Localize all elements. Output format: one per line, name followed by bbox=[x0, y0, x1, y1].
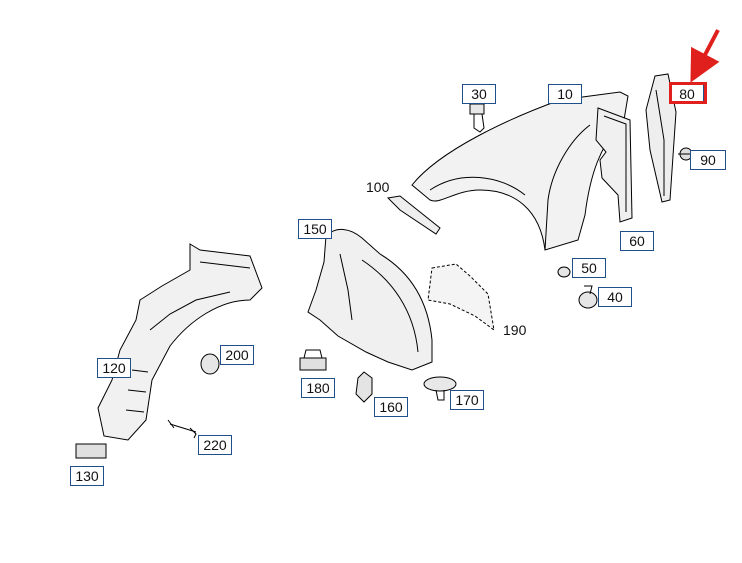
screw-part-220 bbox=[167, 419, 197, 439]
callout-10[interactable]: 10 bbox=[548, 84, 582, 104]
label-190[interactable]: 190 bbox=[503, 322, 527, 338]
rivet-part-170 bbox=[423, 376, 457, 401]
grommet-part-200 bbox=[200, 353, 220, 375]
strip-part-100 bbox=[386, 195, 441, 235]
highlight-box-80 bbox=[669, 82, 707, 104]
callout-50[interactable]: 50 bbox=[572, 258, 606, 278]
callout-220[interactable]: 220 bbox=[198, 435, 232, 455]
clip-part-180 bbox=[299, 349, 327, 371]
label-100[interactable]: 100 bbox=[366, 179, 390, 195]
callout-180[interactable]: 180 bbox=[301, 378, 335, 398]
callout-90[interactable]: 90 bbox=[690, 150, 726, 170]
callout-120[interactable]: 120 bbox=[97, 358, 131, 378]
insulation-part-190 bbox=[427, 263, 495, 332]
screw-part-40 bbox=[578, 285, 598, 309]
fender-part bbox=[411, 91, 629, 251]
callout-170[interactable]: 170 bbox=[450, 390, 484, 410]
highlight-arrow bbox=[690, 29, 720, 83]
callout-200[interactable]: 200 bbox=[220, 345, 254, 365]
wheel-liner-part-120 bbox=[97, 243, 263, 441]
wheel-liner-part-150 bbox=[307, 229, 433, 371]
callout-150[interactable]: 150 bbox=[298, 219, 332, 239]
callout-60[interactable]: 60 bbox=[620, 231, 654, 251]
seal-part-60 bbox=[595, 107, 633, 223]
clip-part-130 bbox=[75, 443, 107, 459]
nut-part-50 bbox=[557, 266, 571, 278]
clip-part-30 bbox=[469, 103, 485, 133]
callout-130[interactable]: 130 bbox=[70, 466, 104, 486]
callout-40[interactable]: 40 bbox=[598, 287, 632, 307]
clip-part-160 bbox=[355, 371, 373, 403]
callout-160[interactable]: 160 bbox=[374, 397, 408, 417]
callout-30[interactable]: 30 bbox=[462, 84, 496, 104]
bracket-part-80 bbox=[645, 73, 677, 203]
